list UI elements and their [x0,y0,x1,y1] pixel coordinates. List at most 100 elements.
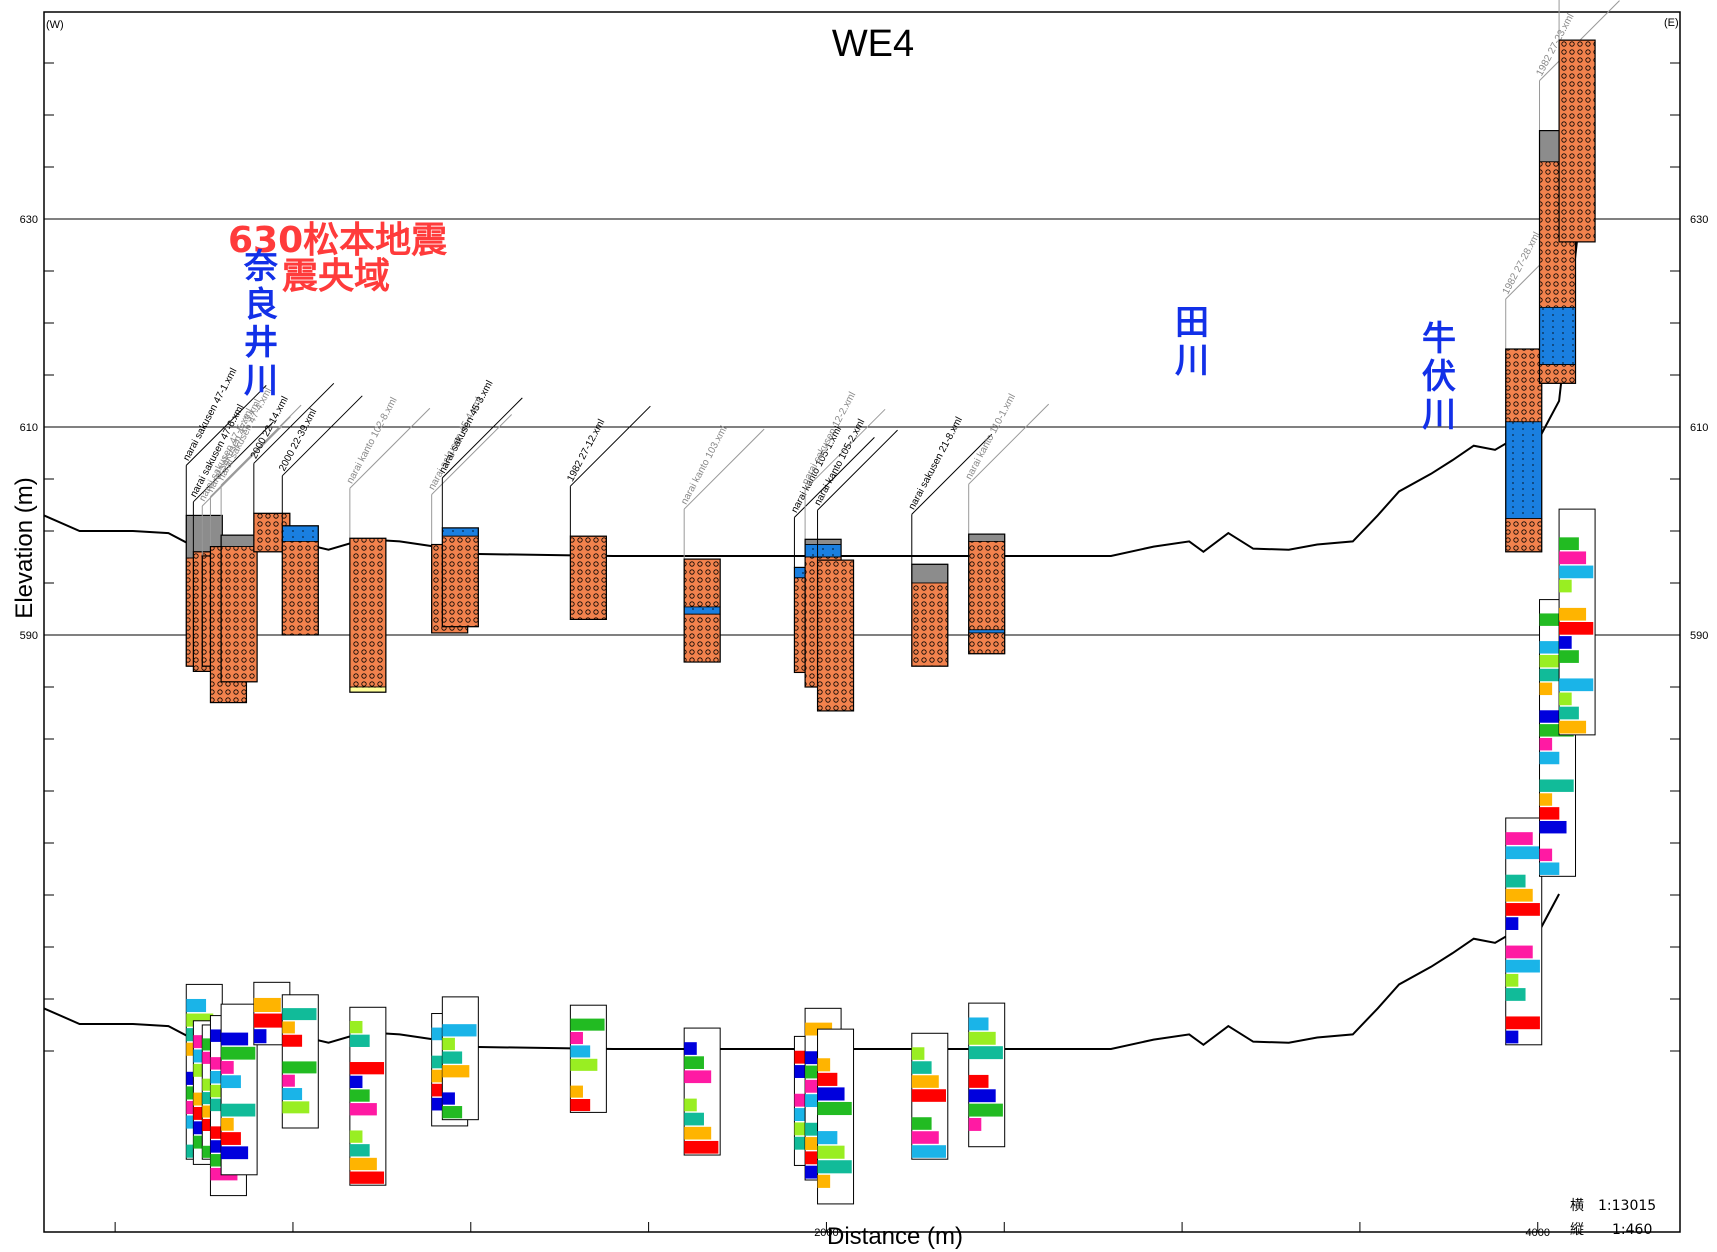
chart-title: WE4 [832,23,914,65]
log-band [1559,565,1594,579]
layer-gravel [441,535,479,628]
log-band [968,1103,1003,1117]
log-band [282,1008,317,1021]
log-band [817,1101,852,1116]
borehole-leader-diagonal [281,395,363,477]
borehole-log [349,1006,387,1186]
layer-fill [911,563,949,584]
log-band [349,1062,385,1075]
layer-silt [968,629,1006,634]
plot-frame [43,11,1681,1233]
x-axis-label: Distance (m) [827,1223,963,1250]
borehole-log [569,1004,607,1113]
borehole-name: 2000 22-39.xml [277,407,319,473]
log-band [1559,706,1579,720]
log-band [282,1101,310,1114]
layer-fill [804,538,842,545]
borehole-outline [816,559,855,712]
log-band [1559,551,1587,565]
borehole-outline [569,535,607,621]
log-band [221,1075,241,1089]
annotation-narai-river: 奈良井川 [243,247,278,401]
borehole-name: narai kanto 102-8.xml [345,396,400,486]
log-band [210,1084,224,1098]
borehole-leader-diagonal [210,416,291,497]
log-band [1559,720,1587,734]
log-band [968,1074,989,1088]
borehole-outline [1538,130,1577,384]
layer-gravel [968,632,1006,655]
borehole-outline [220,534,258,683]
log-band [684,1098,697,1112]
log-band [221,1103,256,1117]
layer-gravel [1505,518,1543,553]
borehole-leader-diagonal [441,397,523,479]
layer-silt [1539,306,1576,365]
log-band [431,1069,445,1083]
log-band [186,998,207,1013]
log-band [253,1029,267,1044]
log-band [1559,579,1572,593]
layer-gravel [349,537,387,688]
log-band [1505,988,1526,1001]
log-band [817,1174,831,1188]
log-band [442,1106,463,1119]
borehole: narai kanto 103.xml [679,424,765,663]
x-tick-label: 4000 [1525,1227,1549,1239]
log-band [1539,641,1560,654]
log-band [349,1020,363,1034]
log-band [1559,622,1594,635]
west-label: (W) [46,19,64,31]
y-tick-label-right: 590 [1690,630,1708,642]
log-band [1539,737,1553,751]
log-band [282,1088,303,1101]
log-band [349,1089,370,1102]
log-band [1559,537,1579,551]
log-band [1505,945,1533,959]
layer-gravel [683,613,721,663]
log-band [570,1085,583,1098]
annotation-epicenter: 震央域 [282,256,390,297]
log-band [1539,862,1560,875]
borehole-outline [1558,39,1596,243]
log-band [968,1089,996,1103]
borehole-outline [911,563,949,667]
borehole: narai kanto 110-1.xml [964,392,1050,655]
log-band [911,1131,939,1144]
log-band [911,1047,925,1060]
layer-silt [804,544,842,558]
borehole-leader-diagonal [185,385,267,466]
layer-gravel [968,541,1006,631]
log-band [794,1093,808,1107]
borehole-outline [968,533,1006,655]
log-band [1559,650,1579,663]
y-tick-label: 630 [20,214,38,226]
borehole-leader-diagonal [253,382,335,464]
layer-gravel [683,558,721,608]
log-band [282,1034,303,1047]
borehole-log [220,1003,258,1176]
borehole-outline [349,537,387,693]
log-band [684,1112,704,1126]
borehole-log [911,1032,949,1160]
log-band [221,1046,256,1060]
log-band [805,1051,818,1065]
borehole-log [968,1002,1006,1148]
layer-sand [349,686,387,693]
log-band [210,1029,224,1042]
log-band [349,1034,370,1047]
log-band [1505,874,1526,888]
log-band [1539,682,1553,696]
borehole-leader-diagonal [911,433,993,515]
borehole-leader-diagonal [817,429,898,511]
layer-silt [281,525,319,542]
borehole-log [1558,508,1596,736]
borehole-log [441,996,479,1121]
log-band [570,1032,583,1045]
borehole: narai sakusen.xml [1558,0,1596,243]
log-band [1505,1030,1519,1044]
log-band [1559,636,1572,649]
log-band [442,1024,477,1037]
log-band [442,1065,470,1078]
